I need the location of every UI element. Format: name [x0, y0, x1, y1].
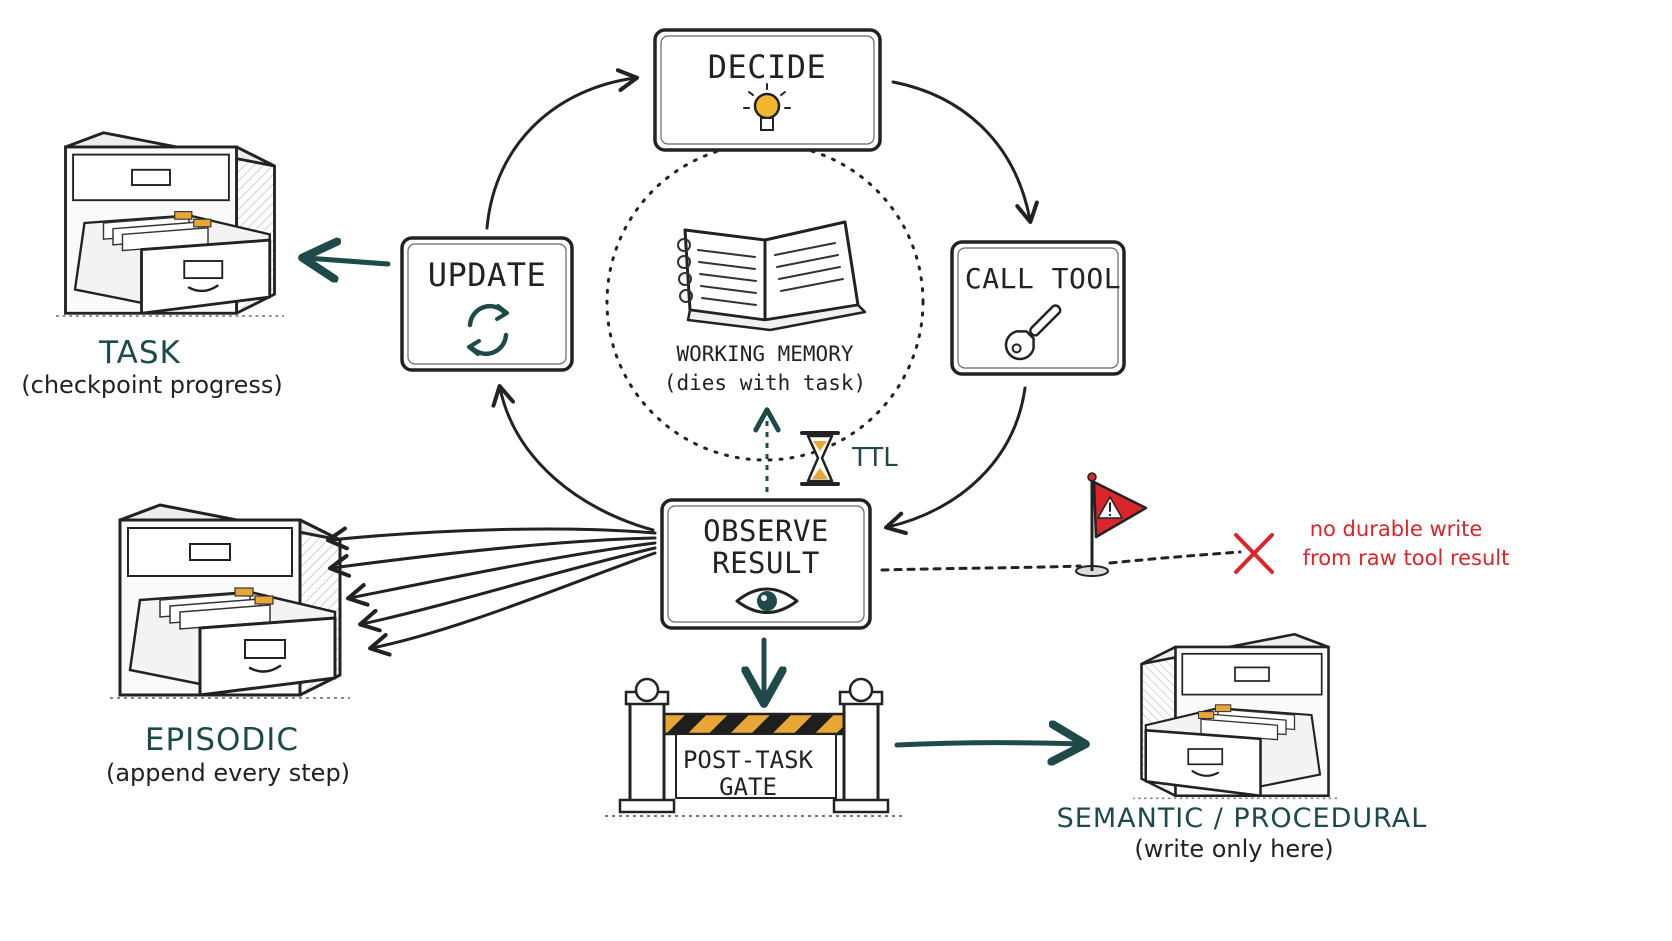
working-memory-area: WORKING MEMORY (dies with task)	[605, 142, 925, 462]
task-store-name: TASK	[98, 335, 181, 371]
x-mark-icon	[1234, 533, 1274, 574]
filing-cabinet-icon	[1131, 632, 1339, 800]
task-store-note: (checkpoint progress)	[21, 371, 282, 399]
working-memory-title: WORKING MEMORY	[676, 342, 853, 366]
update-to-task-arrow	[306, 258, 391, 264]
blocked-write-path	[880, 550, 1242, 572]
filing-cabinet-icon	[54, 131, 286, 318]
open-book-icon	[677, 220, 867, 332]
gate-label-line2: GATE	[719, 773, 777, 801]
observe-result-node: OBSERVE RESULT	[660, 498, 872, 630]
call-tool-node: CALL TOOL	[950, 240, 1126, 376]
wrench-icon	[1004, 304, 1062, 361]
update-label: UPDATE	[428, 256, 547, 294]
gate-label-line1: POST-TASK	[683, 746, 814, 774]
post-task-gate: POST-TASK GATE	[605, 677, 905, 817]
update-node: UPDATE	[400, 236, 574, 372]
semantic-store-name: SEMANTIC / PROCEDURAL	[1057, 803, 1428, 834]
loop-arcs	[485, 68, 1039, 536]
episodic-store: EPISODIC (append every step)	[106, 503, 352, 787]
decide-node: DECIDE	[653, 28, 882, 152]
observe-label-line2: RESULT	[712, 546, 820, 580]
arc-update-to-decide	[485, 68, 639, 230]
refresh-icon	[467, 303, 509, 357]
ttl-label: TTL	[851, 443, 898, 473]
filing-cabinet-icon	[108, 503, 352, 700]
lightbulb-icon	[743, 83, 791, 131]
semantic-store-note: (write only here)	[1134, 835, 1333, 863]
warning-line1: no durable write	[1310, 517, 1483, 541]
eye-icon	[735, 587, 799, 614]
observe-label-line1: OBSERVE	[703, 514, 829, 548]
working-memory-boundary	[605, 142, 925, 462]
decide-label: DECIDE	[708, 48, 827, 86]
call-tool-label: CALL TOOL	[965, 262, 1121, 295]
gate-to-semantic-arrow	[894, 743, 1082, 745]
warning-flag-icon	[1075, 472, 1148, 577]
arc-calltool-to-observe	[884, 386, 1027, 536]
episodic-store-note: (append every step)	[106, 759, 350, 787]
working-memory-note: (dies with task)	[664, 371, 866, 395]
task-store: TASK (checkpoint progress)	[21, 131, 286, 399]
arc-decide-to-calltool	[891, 80, 1039, 224]
observe-to-episodic-arrows	[326, 526, 657, 657]
warning-line2: from raw tool result	[1303, 546, 1510, 570]
episodic-store-name: EPISODIC	[145, 722, 299, 758]
hourglass-icon	[800, 431, 840, 486]
semantic-procedural-store: SEMANTIC / PROCEDURAL (write only here)	[1057, 632, 1428, 863]
arc-observe-to-update	[491, 384, 655, 532]
